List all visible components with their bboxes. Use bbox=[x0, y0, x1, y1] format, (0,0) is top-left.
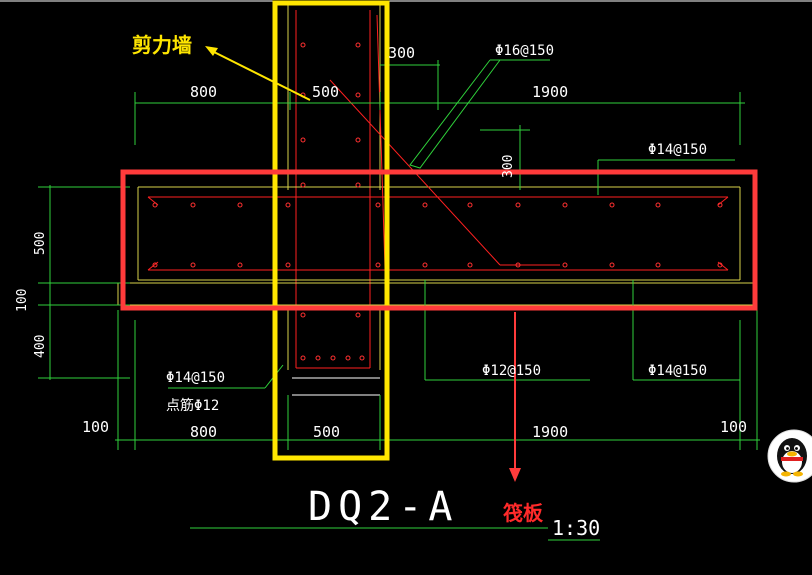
raft-highlight bbox=[120, 169, 758, 311]
dim-left-100: 100 bbox=[15, 289, 30, 312]
dim-bottom-800: 800 bbox=[190, 423, 217, 441]
drawing-scale: 1:30 bbox=[552, 516, 600, 540]
dim-top-500: 500 bbox=[312, 83, 339, 101]
note-mid-phi12: Φ12@150 bbox=[482, 363, 541, 379]
shear-wall-arrow-line bbox=[209, 49, 311, 101]
note-right-phi14: Φ14@150 bbox=[648, 363, 707, 379]
drawing-title: DQ2-A bbox=[308, 484, 458, 530]
dim-bottom-1900: 1900 bbox=[532, 423, 568, 441]
dim-top-800: 800 bbox=[190, 83, 217, 101]
note-top-phi14: Φ14@150 bbox=[648, 142, 707, 158]
note-left-spot: 点筋Φ12 bbox=[166, 397, 219, 414]
wall-outline bbox=[287, 5, 381, 396]
raft-label: 筏板 bbox=[503, 501, 544, 525]
penguin-avatar-icon[interactable] bbox=[764, 426, 812, 486]
dim-left-500: 500 bbox=[33, 232, 48, 255]
dim-bottom-500: 500 bbox=[313, 423, 340, 441]
dim-left-400: 400 bbox=[33, 335, 48, 358]
dim-top-1900: 1900 bbox=[532, 83, 568, 101]
dim-right-300: 300 bbox=[501, 155, 516, 178]
dim-bottom-100-left: 100 bbox=[82, 418, 109, 436]
dim-bottom-100-right: 100 bbox=[720, 418, 747, 436]
dim-top-300: 300 bbox=[388, 44, 415, 62]
rebar-dots bbox=[152, 42, 723, 361]
raft-arrowhead bbox=[509, 468, 521, 482]
shear-wall-arrowhead bbox=[205, 46, 218, 56]
shear-wall-label: 剪力墙 bbox=[132, 33, 192, 57]
shear-wall-highlight bbox=[272, 0, 390, 461]
note-top-phi16: Φ16@150 bbox=[495, 43, 554, 59]
note-left-phi14: Φ14@150 bbox=[166, 370, 225, 386]
dimension-lines bbox=[38, 59, 760, 541]
